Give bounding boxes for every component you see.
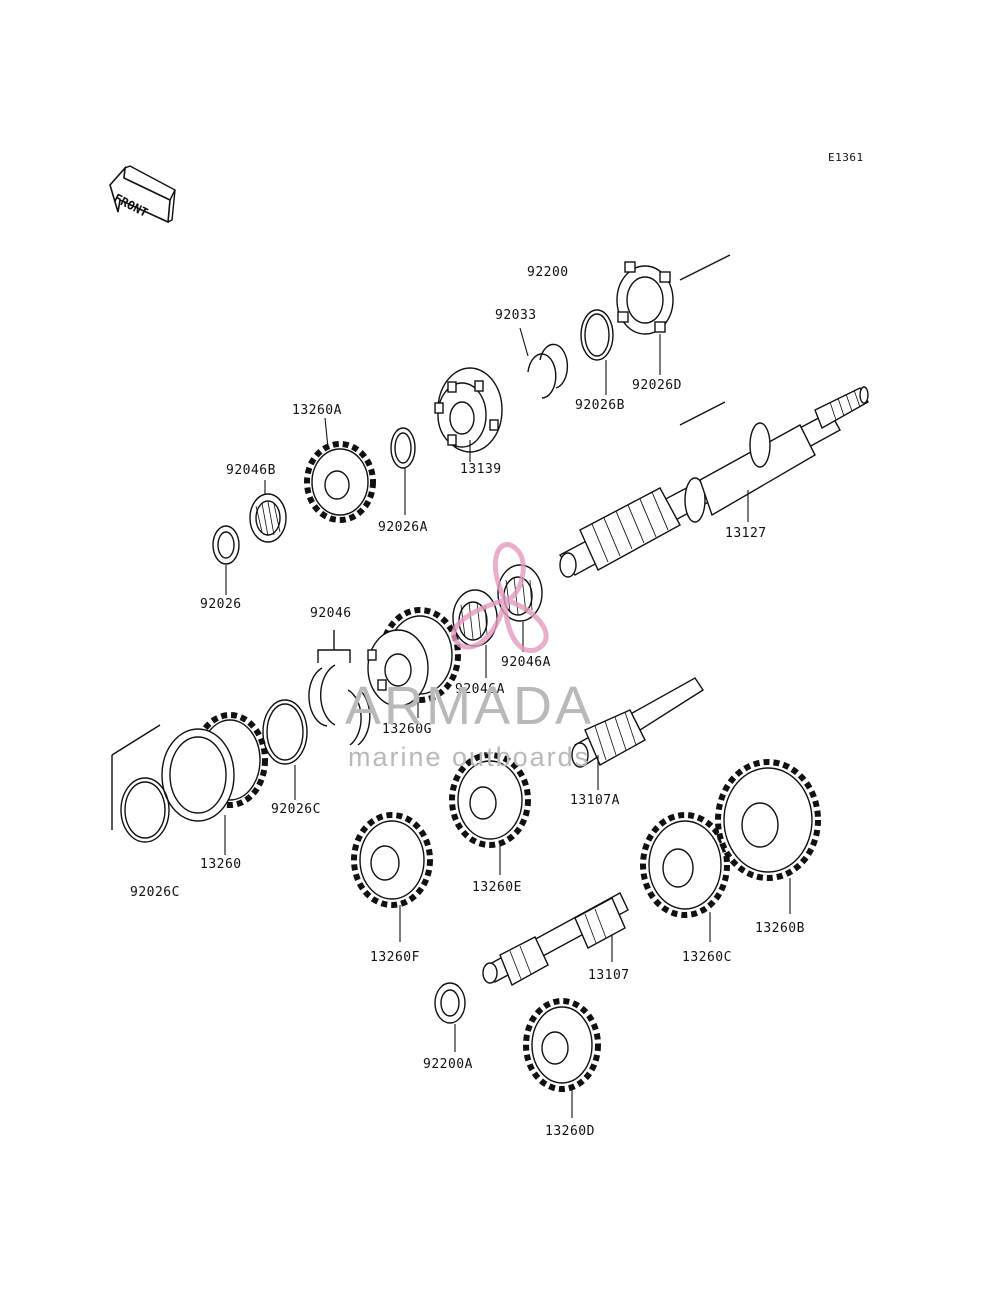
gear-13260A xyxy=(304,441,376,523)
part-label-92026C-upper: 92026C xyxy=(271,802,321,817)
part-label-92026C-lower: 92026C xyxy=(130,885,180,900)
part-label-92200A: 92200A xyxy=(423,1057,473,1072)
part-label-92046A-right: 92046A xyxy=(501,655,551,670)
figure-code: E1361 xyxy=(828,151,864,164)
front-arrow-icon xyxy=(109,165,176,224)
shaft-13107 xyxy=(482,892,629,986)
needle-bearing-92046A-left xyxy=(452,589,498,647)
part-label-13260C: 13260C xyxy=(682,950,732,965)
part-label-92026B: 92026B xyxy=(575,398,625,413)
part-label-13139: 13139 xyxy=(460,462,502,477)
ring-92026B xyxy=(580,309,614,361)
main-shaft-13127 xyxy=(558,386,869,578)
ring-92026C-upper xyxy=(262,699,308,765)
shaft-13107A xyxy=(571,677,704,768)
part-label-92026: 92026 xyxy=(200,597,242,612)
part-label-92046: 92046 xyxy=(310,606,352,621)
part-label-13260G: 13260G xyxy=(382,722,432,737)
part-label-92026D: 92026D xyxy=(632,378,682,393)
part-label-92046A-left: 92046A xyxy=(455,682,505,697)
part-label-13107: 13107 xyxy=(588,968,630,983)
gear-13260F xyxy=(351,812,433,908)
leader-lines xyxy=(224,327,791,1118)
washer-92026D xyxy=(616,261,674,335)
part-label-92200: 92200 xyxy=(527,265,569,280)
gear-13260E xyxy=(449,752,531,848)
split-bearing-92046 xyxy=(308,630,371,746)
gear-13260B xyxy=(715,759,821,881)
part-label-92026A: 92026A xyxy=(378,520,428,535)
gear-13260 xyxy=(161,712,268,822)
ring-92026C-lower xyxy=(120,777,170,843)
part-label-13127: 13127 xyxy=(725,526,767,541)
watermark-tagline: marine outboards xyxy=(348,742,591,772)
washer-92026A xyxy=(390,427,416,469)
part-label-13260A: 13260A xyxy=(292,403,342,418)
part-label-13260D: 13260D xyxy=(545,1124,595,1139)
part-label-92046B: 92046B xyxy=(226,463,276,478)
armada-logo-icon xyxy=(451,542,549,653)
part-label-92033: 92033 xyxy=(495,308,537,323)
part-label-13260E: 13260E xyxy=(472,880,522,895)
part-label-13260: 13260 xyxy=(200,857,242,872)
dog-gear-13139 xyxy=(434,367,503,453)
gear-13260D xyxy=(523,998,601,1092)
gear-13260C xyxy=(640,812,730,918)
washer-92200A xyxy=(434,982,466,1024)
part-label-13260F: 13260F xyxy=(370,950,420,965)
needle-bearing-92046B xyxy=(249,493,287,543)
watermark-brand: ARMADA xyxy=(345,676,595,736)
snap-ring-92033 xyxy=(527,343,569,399)
part-label-13260B: 13260B xyxy=(755,921,805,936)
gear-13260G xyxy=(367,607,461,707)
washer-92026 xyxy=(212,525,240,565)
part-label-13107A: 13107A xyxy=(570,793,620,808)
